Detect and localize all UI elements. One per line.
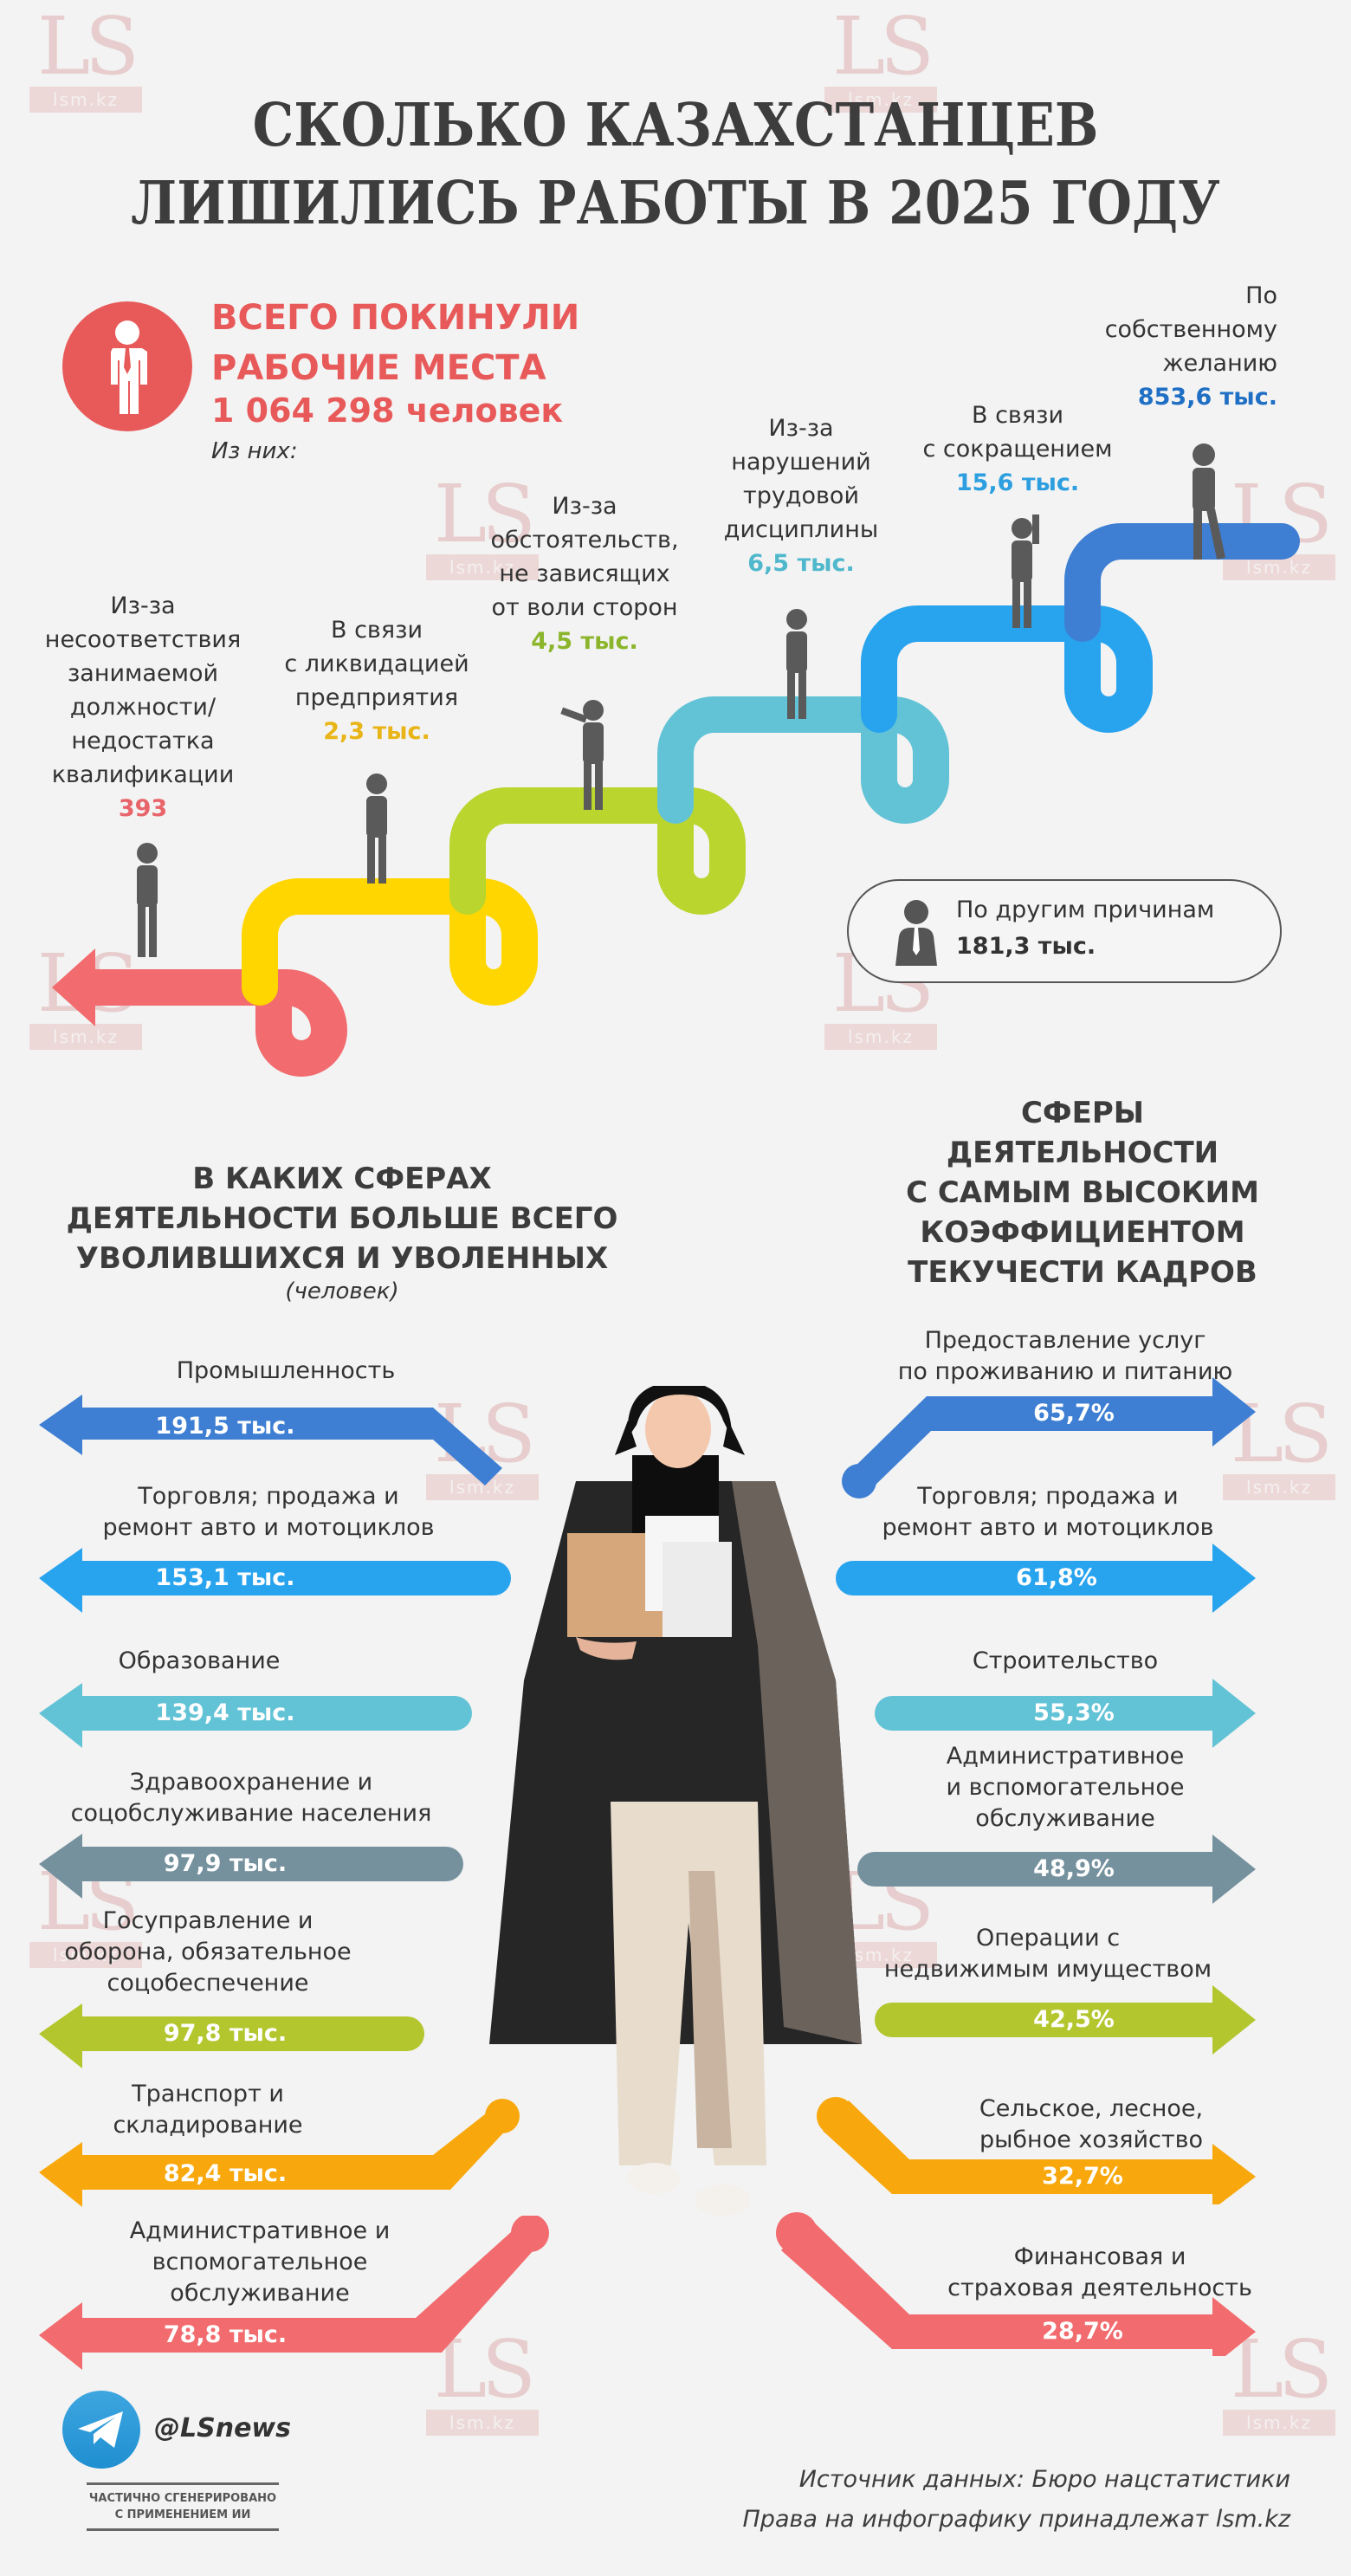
industry-arrow-0: Промышленность 191,5 тыс. (35, 1356, 520, 1485)
turnover-value: 28,7% (1042, 2318, 1123, 2345)
reason-value: 2,3 тыс. (323, 718, 430, 745)
industry-value: 97,8 тыс. (163, 2020, 288, 2047)
copyright: Права на инфографику принадлежат lsm.kz (742, 2506, 1291, 2533)
total-person-icon (62, 301, 192, 431)
stairs-graphic (52, 443, 1300, 1077)
reason-value: 4,5 тыс. (531, 628, 638, 655)
turnover-value: 65,7% (1033, 1400, 1115, 1427)
turnover-value: 61,8% (1016, 1564, 1097, 1591)
data-source: Источник данных: Бюро нацстатистики (798, 2466, 1290, 2493)
other-reasons-label: По другим причинам (956, 896, 1215, 923)
industry-value: 97,9 тыс. (163, 1850, 288, 1877)
industry-value: 191,5 тыс. (155, 1413, 295, 1440)
other-reasons-box: По другим причинам 181,3 тыс. (847, 879, 1282, 983)
turnover-value: 42,5% (1033, 2006, 1115, 2033)
total-subtitle: Из них: (211, 438, 298, 464)
industry-label: Образование (118, 1647, 281, 1674)
page-title: СКОЛЬКО КАЗАХСТАНЦЕВ ЛИШИЛИСЬ РАБОТЫ В 2… (131, 91, 1220, 238)
left-section-unit: (человек) (285, 1278, 399, 1304)
source-credits: Источник данных: Бюро нацстатистики Прав… (743, 2460, 1291, 2540)
person-icon (895, 900, 937, 966)
reason-value: 6,5 тыс. (747, 550, 855, 577)
turnover-label: Строительство (972, 1647, 1159, 1674)
person-with-box-illustration (489, 1386, 862, 2216)
turnover-value: 55,3% (1033, 1699, 1115, 1726)
total-heading: ВСЕГО ПОКИНУЛИ РАБОЧИЕ МЕСТА (211, 298, 580, 388)
turnover-value: 48,9% (1033, 1855, 1115, 1882)
ai-generated-note: ЧАСТИЧНО СГЕНЕРИРОВАНО С ПРИМЕНЕНИЕМ ИИ (87, 2482, 279, 2531)
reason-value: 15,6 тыс. (955, 469, 1080, 496)
total-value: 1 064 298 человек (211, 392, 564, 430)
industry-value: 78,8 тыс. (163, 2321, 288, 2348)
turnover-value: 32,7% (1042, 2163, 1123, 2190)
industry-label: Промышленность (176, 1357, 396, 1384)
telegram-handle[interactable]: @LSnews (154, 2413, 291, 2443)
reason-value: 393 (118, 795, 168, 822)
telegram-icon[interactable] (62, 2391, 140, 2469)
other-reasons-value: 181,3 тыс. (956, 933, 1096, 960)
industry-arrow-2: Образование 139,4 тыс. (35, 1646, 520, 1758)
turnover-label: Сельское, лесное,рыбное хозяйство (979, 2095, 1204, 2153)
turnover-arrow-5: Сельское, лесное,рыбное хозяйство 32,7% (814, 2083, 1334, 2204)
industry-value: 82,4 тыс. (163, 2160, 288, 2187)
turnover-arrow-2: Строительство 55,3% (823, 1646, 1325, 1758)
industry-value: 153,1 тыс. (155, 1564, 295, 1591)
industry-value: 139,4 тыс. (155, 1699, 295, 1726)
reason-value: 853,6 тыс. (1137, 384, 1277, 411)
